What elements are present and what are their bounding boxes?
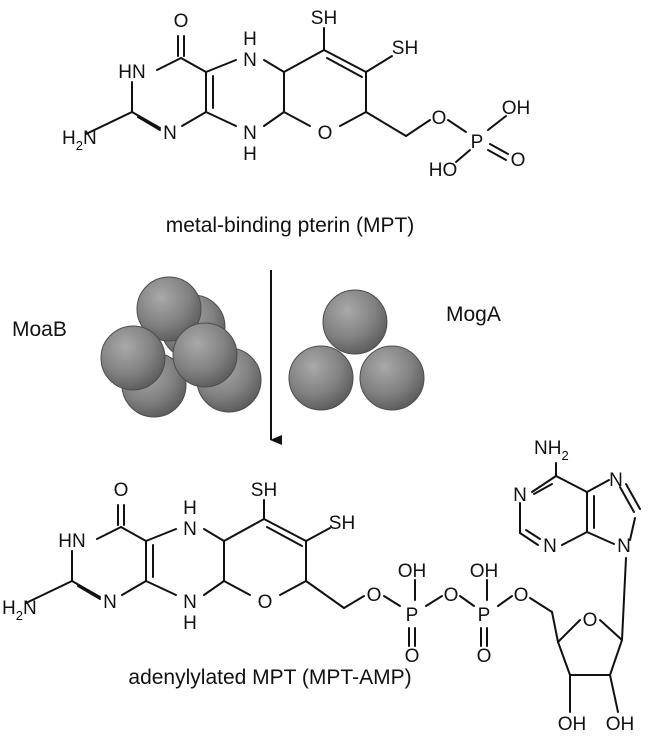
phosphorus-2-label: P (478, 605, 491, 626)
carbonyl-oxygen-label: O (174, 11, 189, 32)
pyran-oxygen-label: O (318, 123, 333, 144)
mpt-structure: O HN N H N N H O SH SH H2N O P OH HO O (62, 8, 530, 181)
ester-oxygen-1-label: O (367, 585, 382, 606)
phosphate-1-oh-label: OH (398, 561, 427, 582)
thiol-1-label: SH (311, 8, 337, 29)
phosphate-oh-label: OH (502, 98, 531, 119)
thiol-1-label: SH (251, 480, 277, 501)
amino-h-label: H2N (62, 128, 97, 153)
moga-sphere (322, 289, 388, 355)
mpt-amp-structure: O HN N H N N H O SH SH H2N O P OH O O P … (2, 438, 641, 735)
lower-nh-h-label: H (243, 144, 257, 165)
thiol-2-label: SH (329, 513, 355, 534)
moab-hexamer (100, 276, 262, 418)
bottom-caption: adenylylated MPT (MPT-AMP) (128, 666, 411, 689)
upper-nh-n-label: N (243, 50, 257, 71)
moga-label: MogA (446, 303, 501, 326)
phosphate-ho-label: HO (429, 160, 458, 181)
moab-label: MoaB (12, 318, 67, 341)
lower-nh-n-label: N (183, 592, 197, 613)
upper-nh-h-label: H (183, 498, 197, 519)
ribose-2-oh-label: OH (558, 714, 587, 735)
phosphorus-1-label: P (406, 605, 419, 626)
phosphate-2-oxo-label: O (477, 646, 492, 667)
lower-nh-n-label: N (243, 123, 257, 144)
moab-sphere (136, 276, 202, 342)
adenine-n1-label: N (513, 485, 527, 506)
ester-oxygen-3-label: O (514, 585, 529, 606)
thiol-2-label: SH (392, 38, 418, 59)
ribose-3-oh-label: OH (606, 714, 635, 735)
phosphorus-label: P (471, 132, 484, 153)
moga-trimer (288, 289, 425, 411)
moga-sphere (288, 345, 354, 411)
upper-nh-n-label: N (183, 519, 197, 540)
pyran-oxygen-label: O (258, 592, 273, 613)
lower-nh-h-label: H (183, 613, 197, 634)
adenine-amino-label: NH2 (534, 438, 569, 463)
moab-sphere (172, 322, 238, 388)
upper-nh-h-label: H (243, 29, 257, 50)
phosphate-1-oxo-label: O (405, 646, 420, 667)
carbonyl-oxygen-label: O (114, 480, 129, 501)
phosphate-2-oh-label: OH (470, 561, 499, 582)
mpt-bonds (85, 27, 509, 163)
mpt-amp-bonds (25, 462, 641, 713)
adenine-n7-label: N (609, 470, 623, 491)
ring-nitrogen-label: N (163, 123, 177, 144)
amide-nh-label: HN (58, 531, 85, 552)
top-caption: metal-binding pterin (MPT) (166, 214, 415, 237)
phosphate-oxo-label: O (511, 150, 526, 171)
ribose-oxygen-label: O (583, 610, 598, 631)
moab-sphere (100, 325, 166, 391)
adenine-n3-label: N (543, 536, 557, 557)
moga-sphere (359, 345, 425, 411)
amide-nh-label: HN (118, 62, 145, 83)
adenine-n9-label: N (617, 536, 631, 557)
amino-label: H2N (2, 598, 37, 623)
bridge-oxygen-label: O (444, 585, 459, 606)
ester-oxygen-label: O (432, 108, 447, 129)
ring-nitrogen-label: N (103, 592, 117, 613)
